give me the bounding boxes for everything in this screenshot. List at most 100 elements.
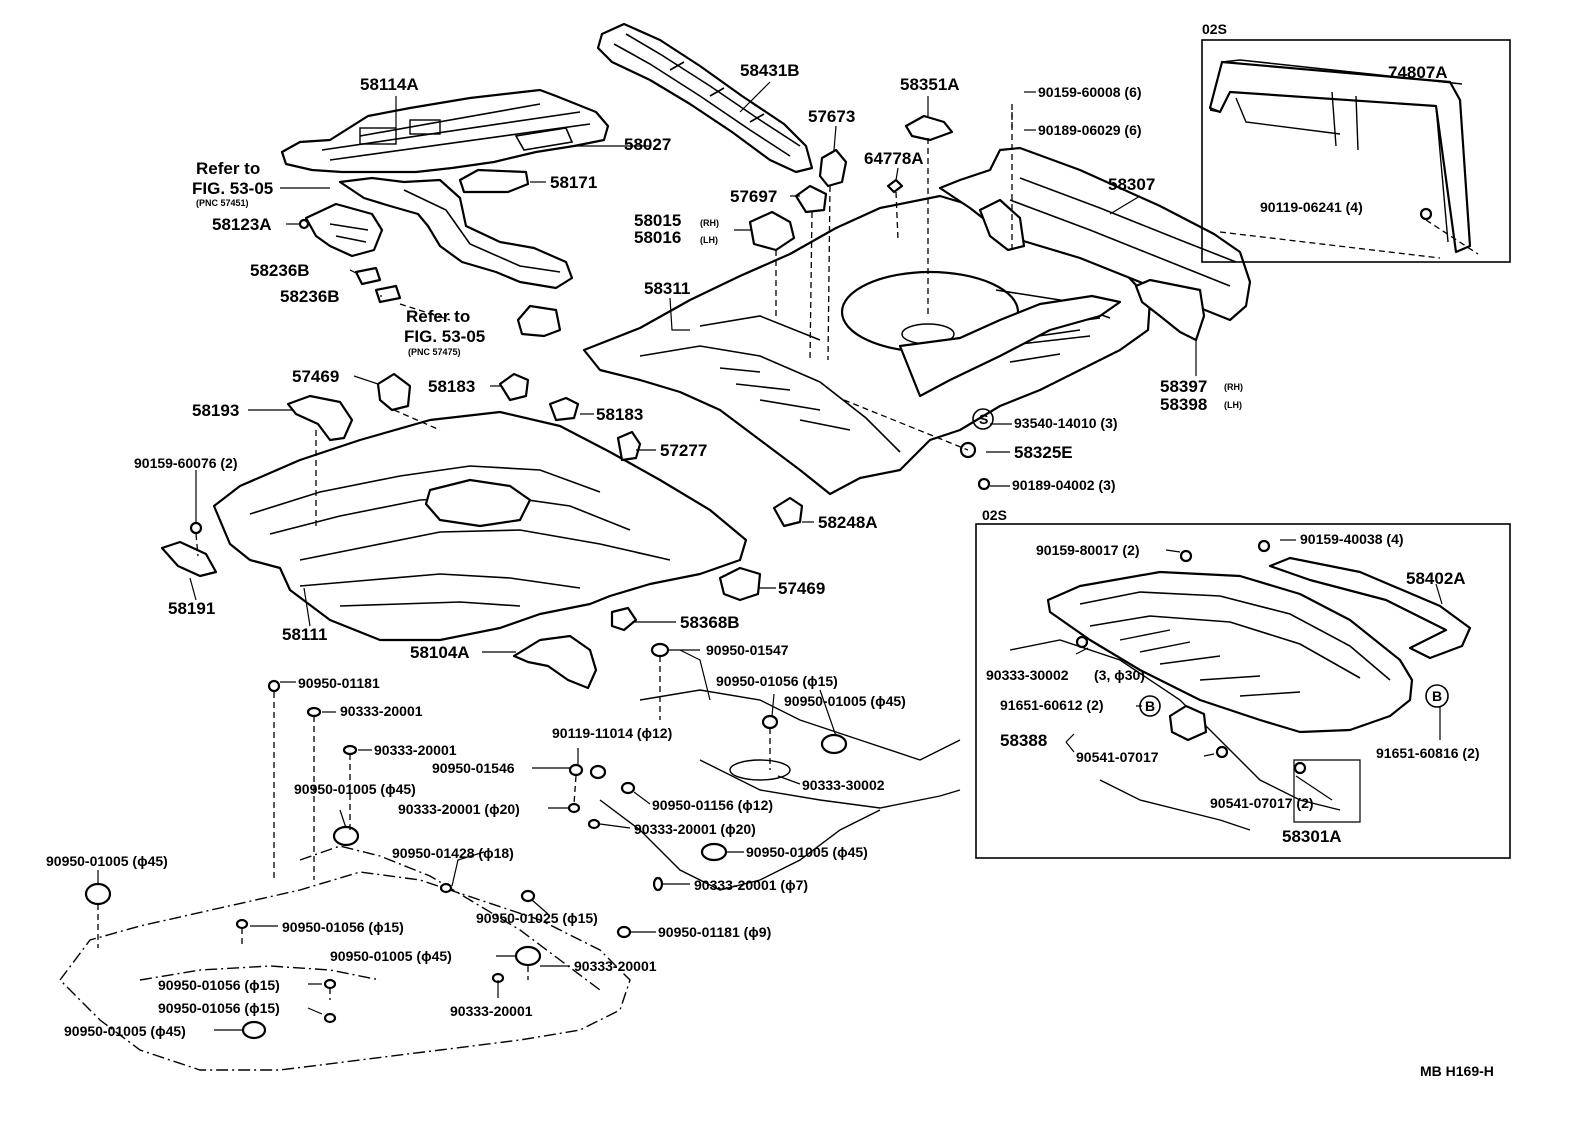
inset-top-02s bbox=[1201, 39, 1511, 263]
part-58236b-drawing bbox=[354, 266, 382, 286]
plug-grommet-shapes bbox=[84, 642, 848, 1040]
part-58431b-drawing bbox=[596, 22, 814, 174]
part-58171-drawing bbox=[458, 168, 530, 194]
label-58398: 58398 bbox=[1160, 395, 1207, 414]
marker-b-2: B bbox=[1432, 688, 1442, 704]
label-90159-60076: 90159-60076 (2) bbox=[134, 455, 238, 471]
plug-label-90333-30002: 90333-30002 bbox=[802, 777, 885, 793]
part-58368b-drawing bbox=[610, 606, 638, 632]
reference-2-line2: FIG. 53-05 bbox=[404, 327, 485, 346]
label-58388: 58388 bbox=[1000, 731, 1047, 750]
label-58191: 58191 bbox=[168, 599, 215, 618]
inset-top-title: 02S bbox=[1202, 21, 1227, 37]
part-58111-drawing bbox=[212, 410, 748, 642]
part-58114a-drawing bbox=[280, 88, 610, 174]
plug-label-90119-11014: 90119-11014 (ϕ12) bbox=[552, 725, 672, 741]
plug-label-90333-20001-c: 90333-20001 (ϕ20) bbox=[398, 801, 520, 817]
marker-b-1: B bbox=[1145, 698, 1155, 714]
plug-label-90950-01005-f: 90950-01005 (ϕ45) bbox=[64, 1023, 186, 1039]
plug-label-90950-01005-a: 90950-01005 (ϕ45) bbox=[784, 693, 906, 709]
label-90189-06029: 90189-06029 (6) bbox=[1038, 122, 1142, 138]
part-58248a-drawing bbox=[772, 496, 804, 528]
plug-label-90333-20001-b: 90333-20001 bbox=[374, 742, 457, 758]
plug-label-90950-01056-c: 90950-01056 (ϕ15) bbox=[158, 977, 280, 993]
part-58307-drawing bbox=[938, 146, 1252, 342]
label-58402a: 58402A bbox=[1406, 569, 1466, 588]
part-58015-drawing bbox=[748, 210, 796, 252]
labels: 02S 02S 74807A 90119-06241 (4) 90159-800… bbox=[46, 21, 1494, 1079]
plug-label-90950-01056-b: 90950-01056 (ϕ15) bbox=[282, 919, 404, 935]
label-90159-60008: 90159-60008 (6) bbox=[1038, 84, 1142, 100]
assembly-dashed-lines bbox=[97, 104, 1441, 1000]
plug-label-90333-20001-f: 90333-20001 bbox=[574, 958, 657, 974]
plug-label-90950-01005-d: 90950-01005 (ϕ45) bbox=[46, 853, 168, 869]
label-58307: 58307 bbox=[1108, 175, 1155, 194]
plug-label-90950-01181-b: 90950-01181 (ϕ9) bbox=[658, 924, 771, 940]
part-58183-drawing bbox=[498, 372, 530, 402]
label-90159-80017: 90159-80017 (2) bbox=[1036, 542, 1140, 558]
plug-label-90950-01428: 90950-01428 (ϕ18) bbox=[392, 845, 514, 861]
label-58311: 58311 bbox=[644, 279, 690, 298]
inset-bottom-title: 02S bbox=[982, 507, 1007, 523]
label-90541-07017-2: 90541-07017 (2) bbox=[1210, 795, 1314, 811]
label-57277: 57277 bbox=[660, 441, 707, 460]
part-58183-drawing-2 bbox=[548, 396, 580, 422]
plug-label-90950-01025: 90950-01025 (ϕ15) bbox=[476, 910, 598, 926]
label-93540-14010: 93540-14010 (3) bbox=[1014, 415, 1118, 431]
marker-s: S bbox=[979, 411, 988, 427]
marker-s-circle bbox=[972, 408, 994, 430]
label-58236b: 58236B bbox=[250, 261, 310, 280]
label-58015: 58015 bbox=[634, 211, 681, 230]
reference-1-pnc: (PNC 57451) bbox=[196, 198, 249, 208]
plug-label-90950-01005-b: 90950-01005 (ϕ45) bbox=[294, 781, 416, 797]
plug-label-90950-01546: 90950-01546 bbox=[432, 760, 515, 776]
label-58351a: 58351A bbox=[900, 75, 960, 94]
label-58114a: 58114A bbox=[360, 75, 419, 94]
label-58397: 58397 bbox=[1160, 377, 1207, 396]
label-58301a: 58301A bbox=[1282, 827, 1342, 846]
label-57469: 57469 bbox=[292, 367, 339, 386]
label-58397-rh: (RH) bbox=[1224, 382, 1243, 392]
plug-label-90333-20001-d: 90333-20001 (ϕ20) bbox=[634, 821, 756, 837]
part-58193-drawing bbox=[286, 394, 354, 442]
label-58183-2: 58183 bbox=[596, 405, 643, 424]
plug-label-90950-01156: 90950-01156 (ϕ12) bbox=[652, 797, 773, 813]
part-57469-drawing bbox=[376, 372, 412, 412]
label-91651-60816: 91651-60816 (2) bbox=[1376, 745, 1480, 761]
plug-label-90950-01056-d: 90950-01056 (ϕ15) bbox=[158, 1000, 280, 1016]
label-58016: 58016 bbox=[634, 228, 681, 247]
part-58191-drawing bbox=[160, 540, 218, 578]
label-57673: 57673 bbox=[808, 107, 855, 126]
part-57697-drawing bbox=[794, 184, 828, 214]
bolt-90159-60076 bbox=[189, 521, 203, 535]
marker-b-circle-2 bbox=[1425, 684, 1449, 708]
part-64778a-drawing bbox=[886, 178, 904, 194]
label-58015-rh: (RH) bbox=[700, 218, 719, 228]
label-58398-lh: (LH) bbox=[1224, 400, 1242, 410]
label-58368b: 58368B bbox=[680, 613, 740, 632]
marker-b-circle bbox=[1139, 695, 1161, 717]
label-90119-06241: 90119-06241 (4) bbox=[1260, 199, 1363, 215]
plug-label-90333-20001-e: 90333-20001 (ϕ7) bbox=[694, 877, 808, 893]
label-90541-07017: 90541-07017 bbox=[1076, 749, 1159, 765]
bolt-90189-04002 bbox=[977, 477, 991, 491]
label-57697: 57697 bbox=[730, 187, 777, 206]
part-58123a-drawing bbox=[298, 176, 574, 290]
plug-label-90950-01056-a: 90950-01056 (ϕ15) bbox=[716, 673, 838, 689]
label-74807a: 74807A bbox=[1388, 63, 1448, 82]
part-57475-drawing bbox=[516, 304, 562, 338]
part-58351a-drawing bbox=[904, 114, 954, 142]
label-58325e: 58325E bbox=[1014, 443, 1073, 462]
plug-label-90950-01005-e: 90950-01005 (ϕ45) bbox=[330, 948, 452, 964]
reference-1-line1: Refer to bbox=[196, 159, 260, 178]
label-58111: 58111 bbox=[282, 625, 327, 644]
part-58311-drawing bbox=[582, 194, 1152, 496]
plug-label-90333-20001-a: 90333-20001 bbox=[340, 703, 423, 719]
label-58104a: 58104A bbox=[410, 643, 470, 662]
label-58171: 58171 bbox=[550, 173, 597, 192]
label-58027: 58027 bbox=[624, 135, 671, 154]
label-64778a: 64778A bbox=[864, 149, 924, 168]
reference-2-line1: Refer to bbox=[406, 307, 470, 326]
inset-bottom-02s bbox=[975, 523, 1511, 859]
